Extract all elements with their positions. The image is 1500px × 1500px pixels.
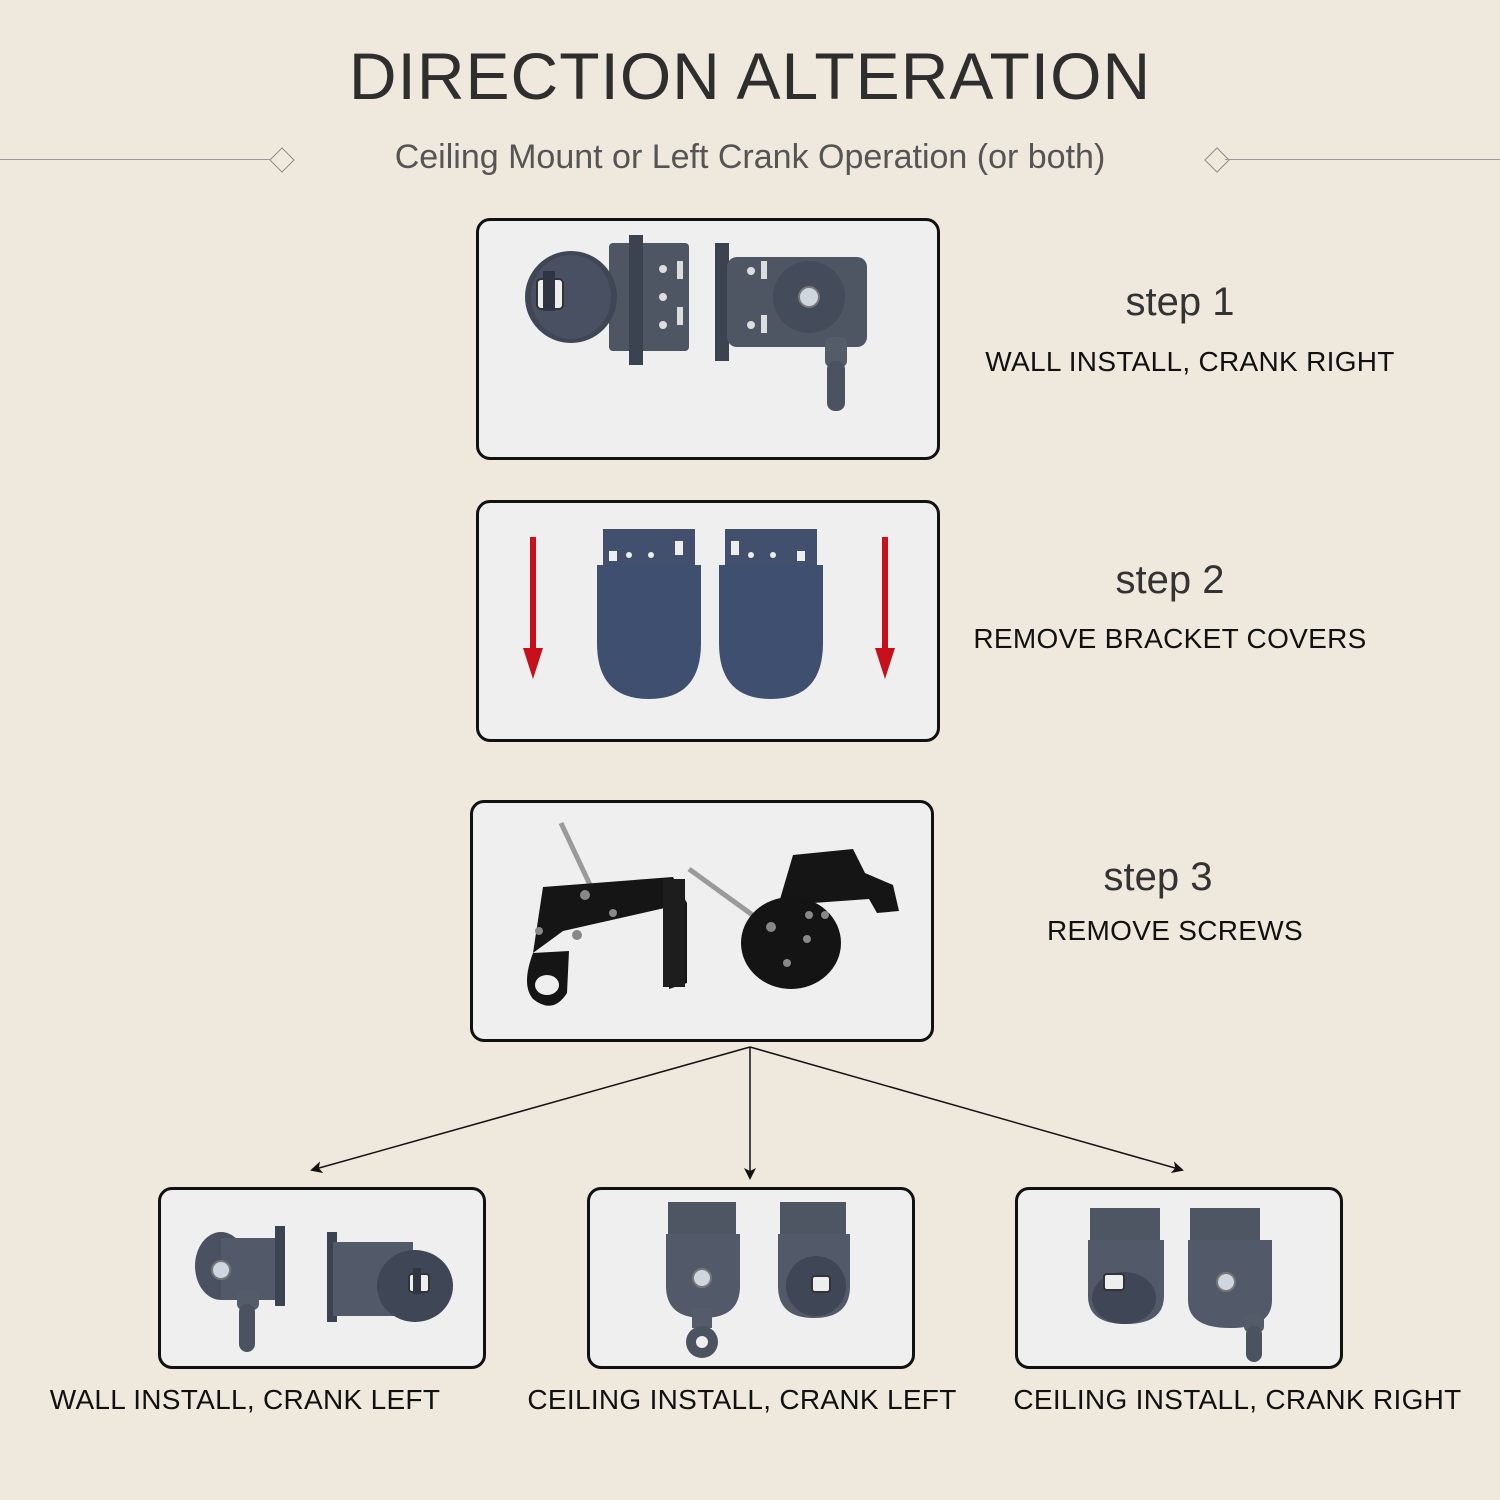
page-subtitle: Ceiling Mount or Left Crank Operation (o…: [394, 138, 1106, 176]
subtitle-rule-left: [0, 159, 275, 160]
red-arrow-down-right-icon: [875, 537, 895, 679]
red-arrow-down-left-icon: [523, 537, 543, 679]
option-3-label: CEILING INSTALL, CRANK RIGHT: [1013, 1384, 1462, 1415]
screwdriver-left-icon: [558, 821, 594, 889]
bracket-cover-left: [597, 529, 701, 699]
crank-bracket-ceiling-right: [1188, 1208, 1272, 1362]
idler-bracket-ceiling-left: [1088, 1208, 1164, 1324]
option-1-photo-panel: [158, 1187, 486, 1369]
black-bracket-left: [527, 877, 687, 1006]
step-1-brackets-illustration: [525, 235, 867, 411]
step-3-description: REMOVE SCREWS: [1047, 915, 1303, 946]
step-1-description: WALL INSTALL, CRANK RIGHT: [985, 346, 1395, 377]
bracket-cover-right: [719, 529, 823, 699]
step-1-photo-panel: [476, 218, 940, 460]
step-1-title: step 1: [1125, 280, 1235, 324]
option-3-illustration: [1088, 1208, 1272, 1362]
crank-bracket-left-side: [195, 1226, 285, 1352]
step-2-title: step 2: [1115, 558, 1225, 602]
option-2-label: CEILING INSTALL, CRANK LEFT: [527, 1384, 957, 1415]
idler-bracket-right-side: [327, 1232, 453, 1322]
step-2-photo-panel: [476, 500, 940, 742]
option-1-label: WALL INSTALL, CRANK LEFT: [49, 1384, 441, 1415]
arrow-to-option-1: [310, 1046, 751, 1174]
crank-bracket-right: [715, 243, 867, 411]
step-3-photo-panel: [470, 800, 934, 1042]
step-3-title: step 3: [1103, 855, 1213, 899]
arrow-to-option-3: [749, 1046, 1184, 1174]
page-title: DIRECTION ALTERATION: [348, 39, 1152, 113]
crank-bracket-ceiling-left: [666, 1202, 740, 1358]
option-2-photo-panel: [587, 1187, 915, 1369]
option-2-illustration: [666, 1202, 850, 1358]
idler-bracket-left: [525, 235, 689, 365]
option-1-illustration: [195, 1226, 453, 1352]
step-3-screws-illustration: [527, 821, 899, 1006]
step-2-covers-illustration: [523, 529, 895, 699]
step-2-description: REMOVE BRACKET COVERS: [973, 623, 1367, 654]
option-3-photo-panel: [1015, 1187, 1343, 1369]
subtitle-rule-right: [1225, 159, 1500, 160]
black-bracket-right: [741, 849, 899, 989]
idler-bracket-ceiling-right: [778, 1202, 850, 1318]
